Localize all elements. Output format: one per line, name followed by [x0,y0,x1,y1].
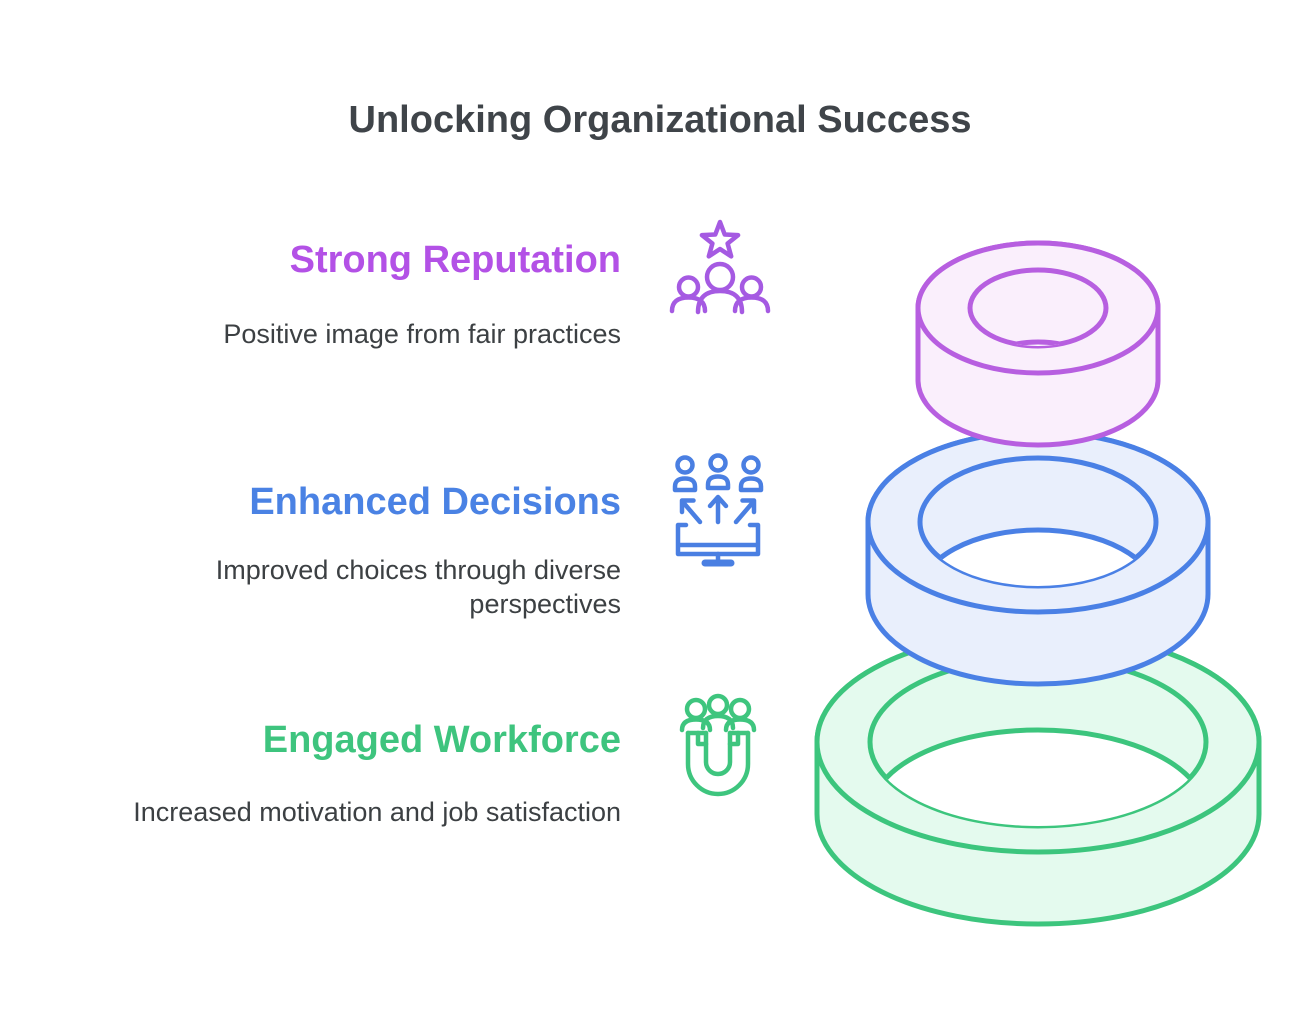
person-body [672,476,698,493]
people-magnet-icon [679,693,757,797]
magnet-body-mask [688,733,748,794]
arrow-up-right [733,498,757,525]
ring-hole-rim [967,267,1109,349]
person-shoulders [732,295,771,314]
magnet-pole-notches [695,730,741,747]
arrow-up [707,494,729,525]
subtitle-strong-reputation: Positive image from fair practices [223,319,621,349]
person-shoulders [700,713,736,731]
ring-hole-through [870,727,1206,826]
page-title: Unlocking Organizational Success [348,99,972,141]
subtitle-engaged-workforce: Increased motivation and job satisfactio… [133,797,621,827]
star-glyph [699,219,741,259]
reputation-ring [915,240,1161,448]
heading-strong-reputation: Strong Reputation [289,239,621,281]
person-shoulders [679,717,713,733]
magnet-inner [703,730,733,777]
heading-enhanced-decisions: Enhanced Decisions [249,481,621,523]
person-head [708,453,728,473]
star-people-icon [669,219,771,315]
workforce-ring [814,629,1262,927]
arrow-up-left [679,498,703,525]
person-shoulders [695,288,745,315]
decisions-ring [865,429,1211,687]
person-body [738,476,764,493]
heading-engaged-workforce: Engaged Workforce [262,719,621,761]
person-body [705,474,731,491]
ring-hole-through [920,527,1156,586]
magnet-outline [685,730,751,797]
person-shoulders [723,717,757,733]
ring-hole-through [970,339,1106,346]
person-head [675,455,695,475]
people-arrows-monitor-icon [672,453,764,567]
person-shoulders [669,295,708,314]
person-head [741,455,761,475]
subtitle-enhanced-decisions: Improved choices through diverse perspec… [215,555,621,619]
